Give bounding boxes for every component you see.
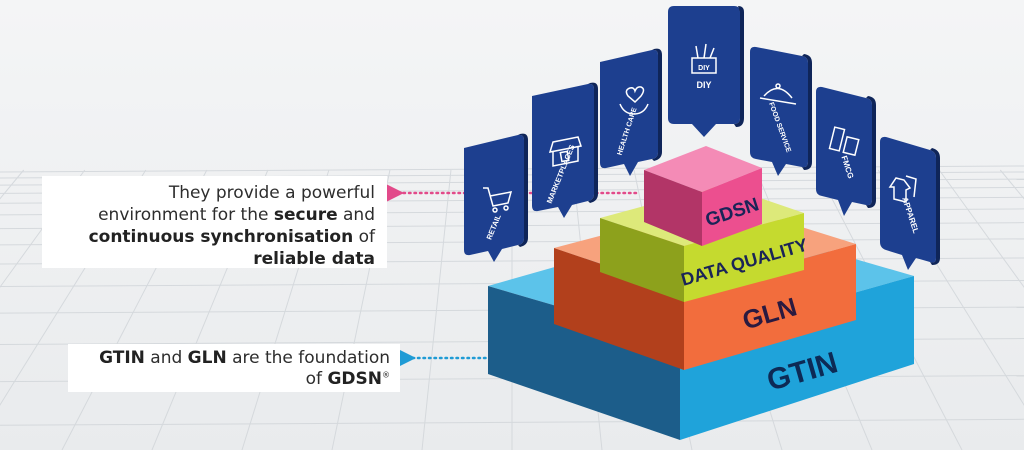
sector-health-care: HEALTH CARE xyxy=(600,48,662,176)
sector-fmcg: FMCG xyxy=(816,86,876,216)
grocery-icon xyxy=(828,126,860,157)
callout-text: and xyxy=(144,348,188,368)
sector-apparel: APPAREL xyxy=(880,136,940,270)
callout-bold-continuous: continuous synchronisation xyxy=(88,227,354,247)
callout-sync-line3: continuous synchronisation of xyxy=(48,226,375,248)
callout-foundation: GTIN and GLN are the foundation of GDSN® xyxy=(68,344,400,392)
callout-text: of xyxy=(353,227,375,247)
layer-gdsn: GDSN xyxy=(644,146,762,246)
sector-label-diy: DIY xyxy=(696,80,711,90)
callout-synchronisation: They provide a powerful environment for … xyxy=(42,176,387,270)
callout-sync-line1: They provide a powerful xyxy=(168,183,375,203)
callout-found-line2: of GDSN® xyxy=(74,369,390,390)
callout-sync-line4: reliable data xyxy=(48,248,375,270)
callout-text: of xyxy=(305,369,328,389)
callout-sync-line2: environment for the secure and xyxy=(48,204,375,226)
callout-found-line1: GTIN and GLN are the foundation xyxy=(74,348,390,369)
callout-bold-secure: secure xyxy=(273,205,338,225)
callout-bold-reliable: reliable data xyxy=(253,249,375,269)
callout-text: are the foundation xyxy=(226,348,390,368)
hands-heart-icon xyxy=(619,86,649,115)
pyramid: GTIN GLN DATA QUALITY GDSN xyxy=(488,146,914,440)
grid-line xyxy=(0,418,1024,426)
toolbox-icon xyxy=(691,43,717,74)
sector-pins: RETAIL MARKETPLACES HEALTH CARE xyxy=(464,6,940,270)
callout-text: and xyxy=(337,205,375,225)
callout-bold-gtin: GTIN xyxy=(99,348,145,368)
cart-icon xyxy=(483,187,513,213)
grid-line xyxy=(938,169,1024,288)
sector-food-service: FOOD SERVICE xyxy=(750,46,812,176)
sector-retail: RETAIL xyxy=(464,133,528,262)
grid-line xyxy=(421,169,452,450)
callout-text: environment for the xyxy=(98,205,274,225)
cloche-icon xyxy=(759,83,797,105)
sector-marketplaces: MARKETPLACES xyxy=(532,82,598,218)
clothes-icon xyxy=(888,175,917,203)
storefront-icon xyxy=(548,136,582,167)
registered-mark: ® xyxy=(382,370,390,380)
diy-icon-text: DIY xyxy=(698,65,710,72)
callout-bold-gln: GLN xyxy=(187,348,227,368)
callout-bold-gdsn: GDSN xyxy=(327,369,382,389)
sector-diy: DIY DIY xyxy=(668,6,744,137)
